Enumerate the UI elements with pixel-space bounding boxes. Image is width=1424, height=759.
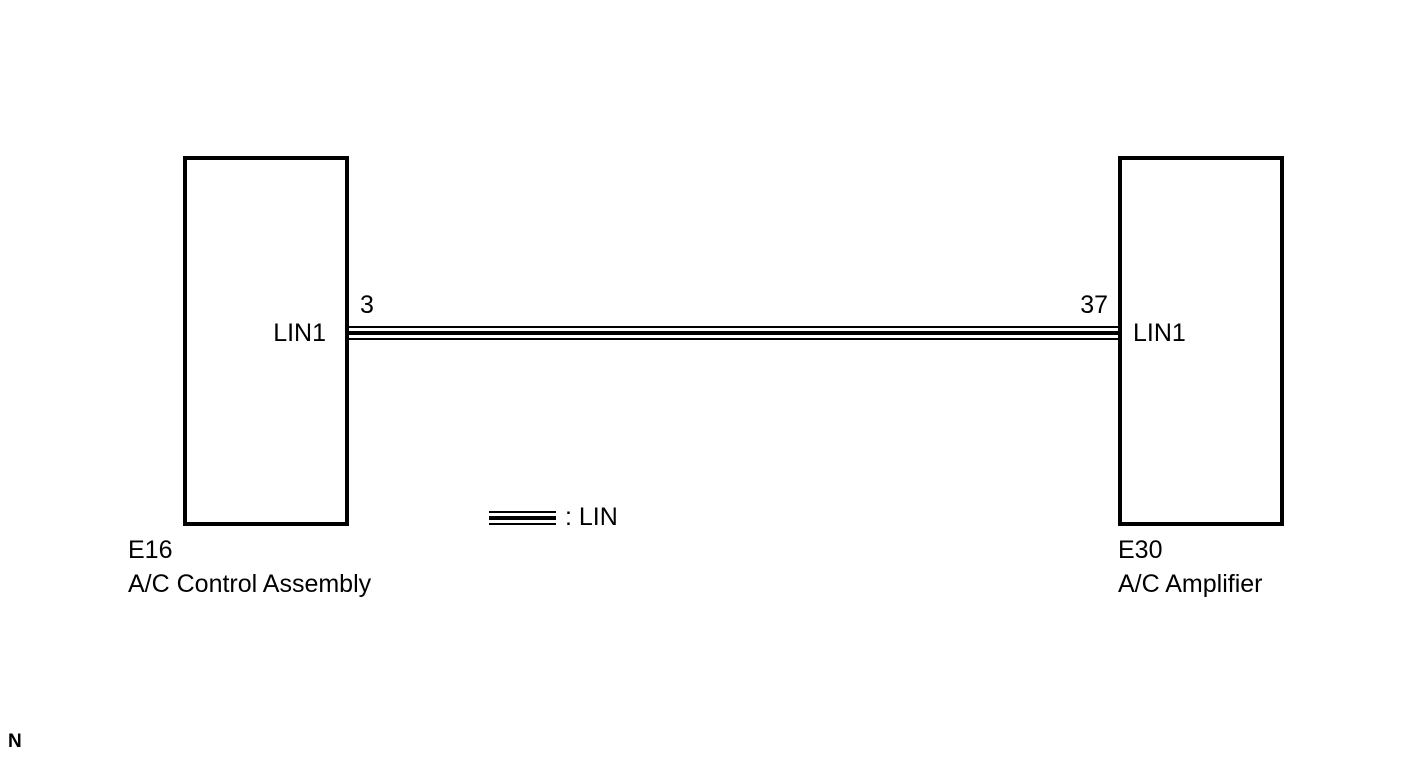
left-component-name: A/C Control Assembly <box>128 570 372 598</box>
corner-mark: N <box>8 731 22 752</box>
legend-lin-symbol <box>489 511 556 525</box>
right-component-name: A/C Amplifier <box>1118 570 1263 598</box>
lin-wire <box>347 326 1120 340</box>
right-pin-number: 37 <box>1080 291 1108 319</box>
right-connector-code: E30 <box>1118 536 1163 564</box>
a-c-amplifier-box <box>1118 156 1284 526</box>
legend-lin-label: : LIN <box>565 503 618 531</box>
right-pin-label: LIN1 <box>1133 319 1186 347</box>
left-pin-number: 3 <box>360 291 374 319</box>
left-pin-label: LIN1 <box>273 319 326 347</box>
a-c-control-assembly-box <box>183 156 349 526</box>
left-connector-code: E16 <box>128 536 173 564</box>
